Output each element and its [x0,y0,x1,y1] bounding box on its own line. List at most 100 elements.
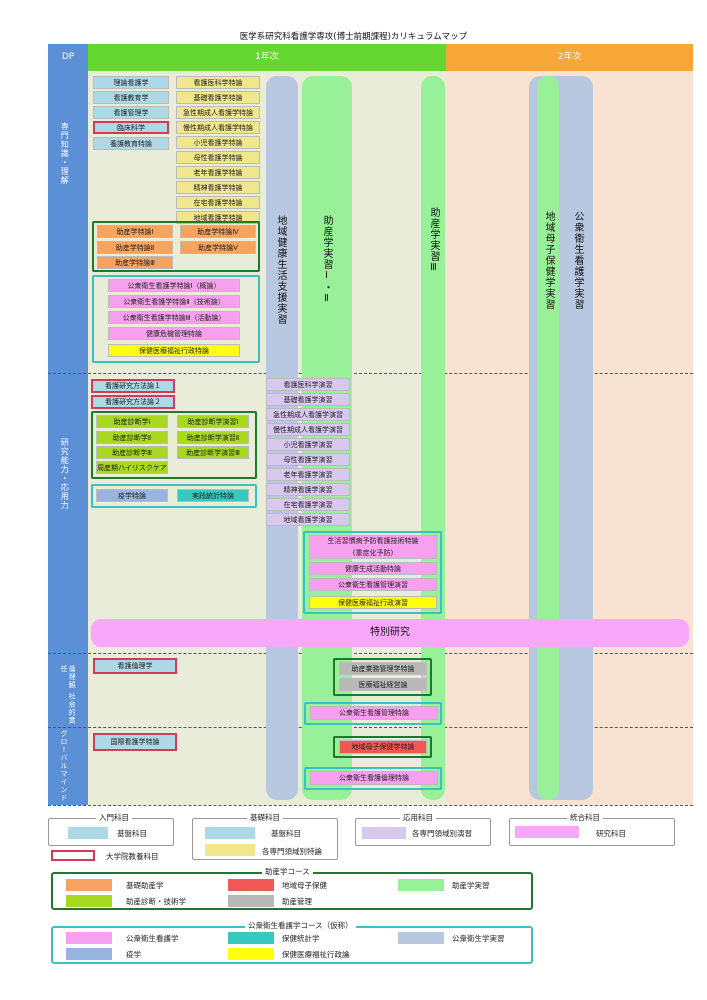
subject-box: 国際看護学特論 [93,733,177,751]
subject-box: 養護教育特論 [93,137,169,150]
legend-swatch [66,932,112,944]
subject-box: 助産学特論Ⅳ [180,225,256,238]
legend-swatch [398,879,444,891]
subject-box: 医療福祉経営論 [339,678,427,691]
subject-box: 助産業務管理学特論 [339,662,427,675]
divider-ab [48,373,693,374]
subject-box: 助産診断学演習Ⅲ [177,446,249,459]
public-health-management-group [304,702,442,725]
subject-box: 精神看護学特論 [176,181,260,194]
subject-box: 基礎看護学特論 [176,91,260,104]
subject-box: 看護医科学演習 [266,378,350,391]
subject-box: 看護研究方法論１ [91,379,175,393]
subject-box: 老年看護学特論 [176,166,260,179]
subject-box: 公衆衛生看護学特論Ⅰ（概論） [108,279,240,292]
subject-box: 地域母子保健学特論 [339,740,427,754]
legend-swatch [398,932,444,944]
subject-box: 地域看護学特論 [176,211,260,224]
legend-label: 保健統計学 [282,934,320,943]
subject-box: 急性期成人看護学特論 [176,106,260,119]
legend-label: 助産診断・技術学 [126,897,186,906]
subject-box: 慢性期成人看護学特論 [176,121,260,134]
subject-box: 公衆衛生看護倫理特論 [310,771,438,785]
subject-box: 健康危機管理特論 [108,327,240,340]
public-health-ethics-group [304,767,442,790]
legend-label: 基礎助産学 [126,881,164,890]
subject-box: 周産期ハイリスクケア [96,461,168,474]
legend-label: 保健医療福祉行政論 [282,950,350,959]
subject-box: 公衆衛生看護学特論Ⅱ（技術論） [108,295,240,308]
midwifery-practice-3-label: 助産学実習Ⅲ [428,206,439,274]
special-research-bar: 特別研究 [91,619,689,647]
midwifery-theory-group [92,221,260,272]
subject-box: 助産学特論Ⅰ [97,225,173,238]
subject-box: 精神看護学演習 [266,483,350,496]
legend-swatch [205,844,255,856]
subject-box: 看護医科学特論 [176,76,260,89]
subject-box: 在宅看護学演習 [266,498,350,511]
legend-swatch [68,827,108,839]
subject-box: 助産診断学Ⅲ [96,446,168,459]
subject-box: 老年看護学演習 [266,468,350,481]
subject-label: (重症化予防) [352,549,394,557]
year2-header: 2年次 [446,44,693,71]
legend-swatch [228,879,274,891]
legend-swatch [66,948,112,960]
section-d-label: グローバルマインド [60,730,69,802]
subject-box: 理論看護学 [93,76,169,89]
legend-swatch [228,895,274,907]
legend-label: 公衆衛生学実習 [452,934,505,943]
subject-box: 助産診断学演習Ⅱ [177,431,249,444]
maternal-health-practice-column [537,76,559,800]
legend-integrated-title: 統合科目 [567,812,603,823]
subject-box: 看護管理学 [93,106,169,119]
subject-box: 地域看護学演習 [266,513,350,526]
subject-box: 助産学特論Ⅲ [97,256,173,269]
legend-label: 各専門領域別特論 [262,847,322,856]
legend-label: 助産管理 [282,897,312,906]
midwifery-management-group [333,658,432,696]
subject-label: 生活習慣病予防看護技術特論 [327,537,419,545]
legend-swatch [51,850,95,861]
legend-swatch [228,948,274,960]
subject-box: 看護研究方法論２ [91,395,175,409]
legend-label: 研究科目 [596,829,626,838]
divider-bc [48,653,693,654]
subject-box: 公衆衛生看護学特論Ⅲ（活動論） [108,311,240,324]
legend-public-health-title: 公衆衛生看護学コース（仮称） [245,920,356,931]
section-a-label: 専門知識・理解 [60,122,70,185]
section-b-label: 研究能力・応用力 [60,438,70,510]
public-health-theory-group [92,275,260,363]
subject-box: 助産診断学Ⅱ [96,431,168,444]
subject-box: 助産診断学Ⅰ [96,415,168,428]
subject-box: 保健医療福祉行政演習 [309,596,437,609]
legend-label: 公衆衛生看護学 [126,934,179,943]
legend-label: 基盤科目 [117,829,147,838]
subject-box: 慢性期成人看護学演習 [266,423,350,436]
legend-intro-title: 入門科目 [96,812,132,823]
subject-box: 母性看護学特論 [176,151,260,164]
subject-box: 基礎看護学演習 [266,393,350,406]
maternal-health-practice-label: 地域母子保健学実習 [543,210,554,310]
legend-basic-title: 基礎科目 [247,812,283,823]
public-health-seminar-group [303,531,442,614]
legend-label: 大学院教養科目 [106,852,159,861]
subject-box: 健康生成活動特論 [309,562,437,575]
subject-box: 助産学特論Ⅱ [97,241,173,254]
subject-box: 実践統計特論 [177,489,249,502]
subject-box: 臨床科学 [93,121,169,134]
subject-box: 看護倫理学 [93,658,177,674]
public-health-practice-label: 公衆衛生看護学実習 [572,210,583,310]
legend-midwifery-title: 助産学コース [262,866,313,877]
subject-box: 母性看護学演習 [266,453,350,466]
legend-swatch [66,879,112,891]
midwifery-practice-1-2-label: 助産学実習Ⅰ・Ⅱ [321,215,332,305]
legend-applied-title: 応用科目 [400,812,436,823]
dp-header: DP [48,44,88,71]
legend-label: 助産学実習 [452,881,490,890]
section-c-label: 倫理観 社会的責任 [60,665,77,725]
legend-swatch [66,895,112,907]
midwifery-diagnosis-group [91,411,257,479]
subject-box: 公衆衛生看護管理演習 [309,578,437,591]
legend-label: 疫学 [126,950,141,959]
